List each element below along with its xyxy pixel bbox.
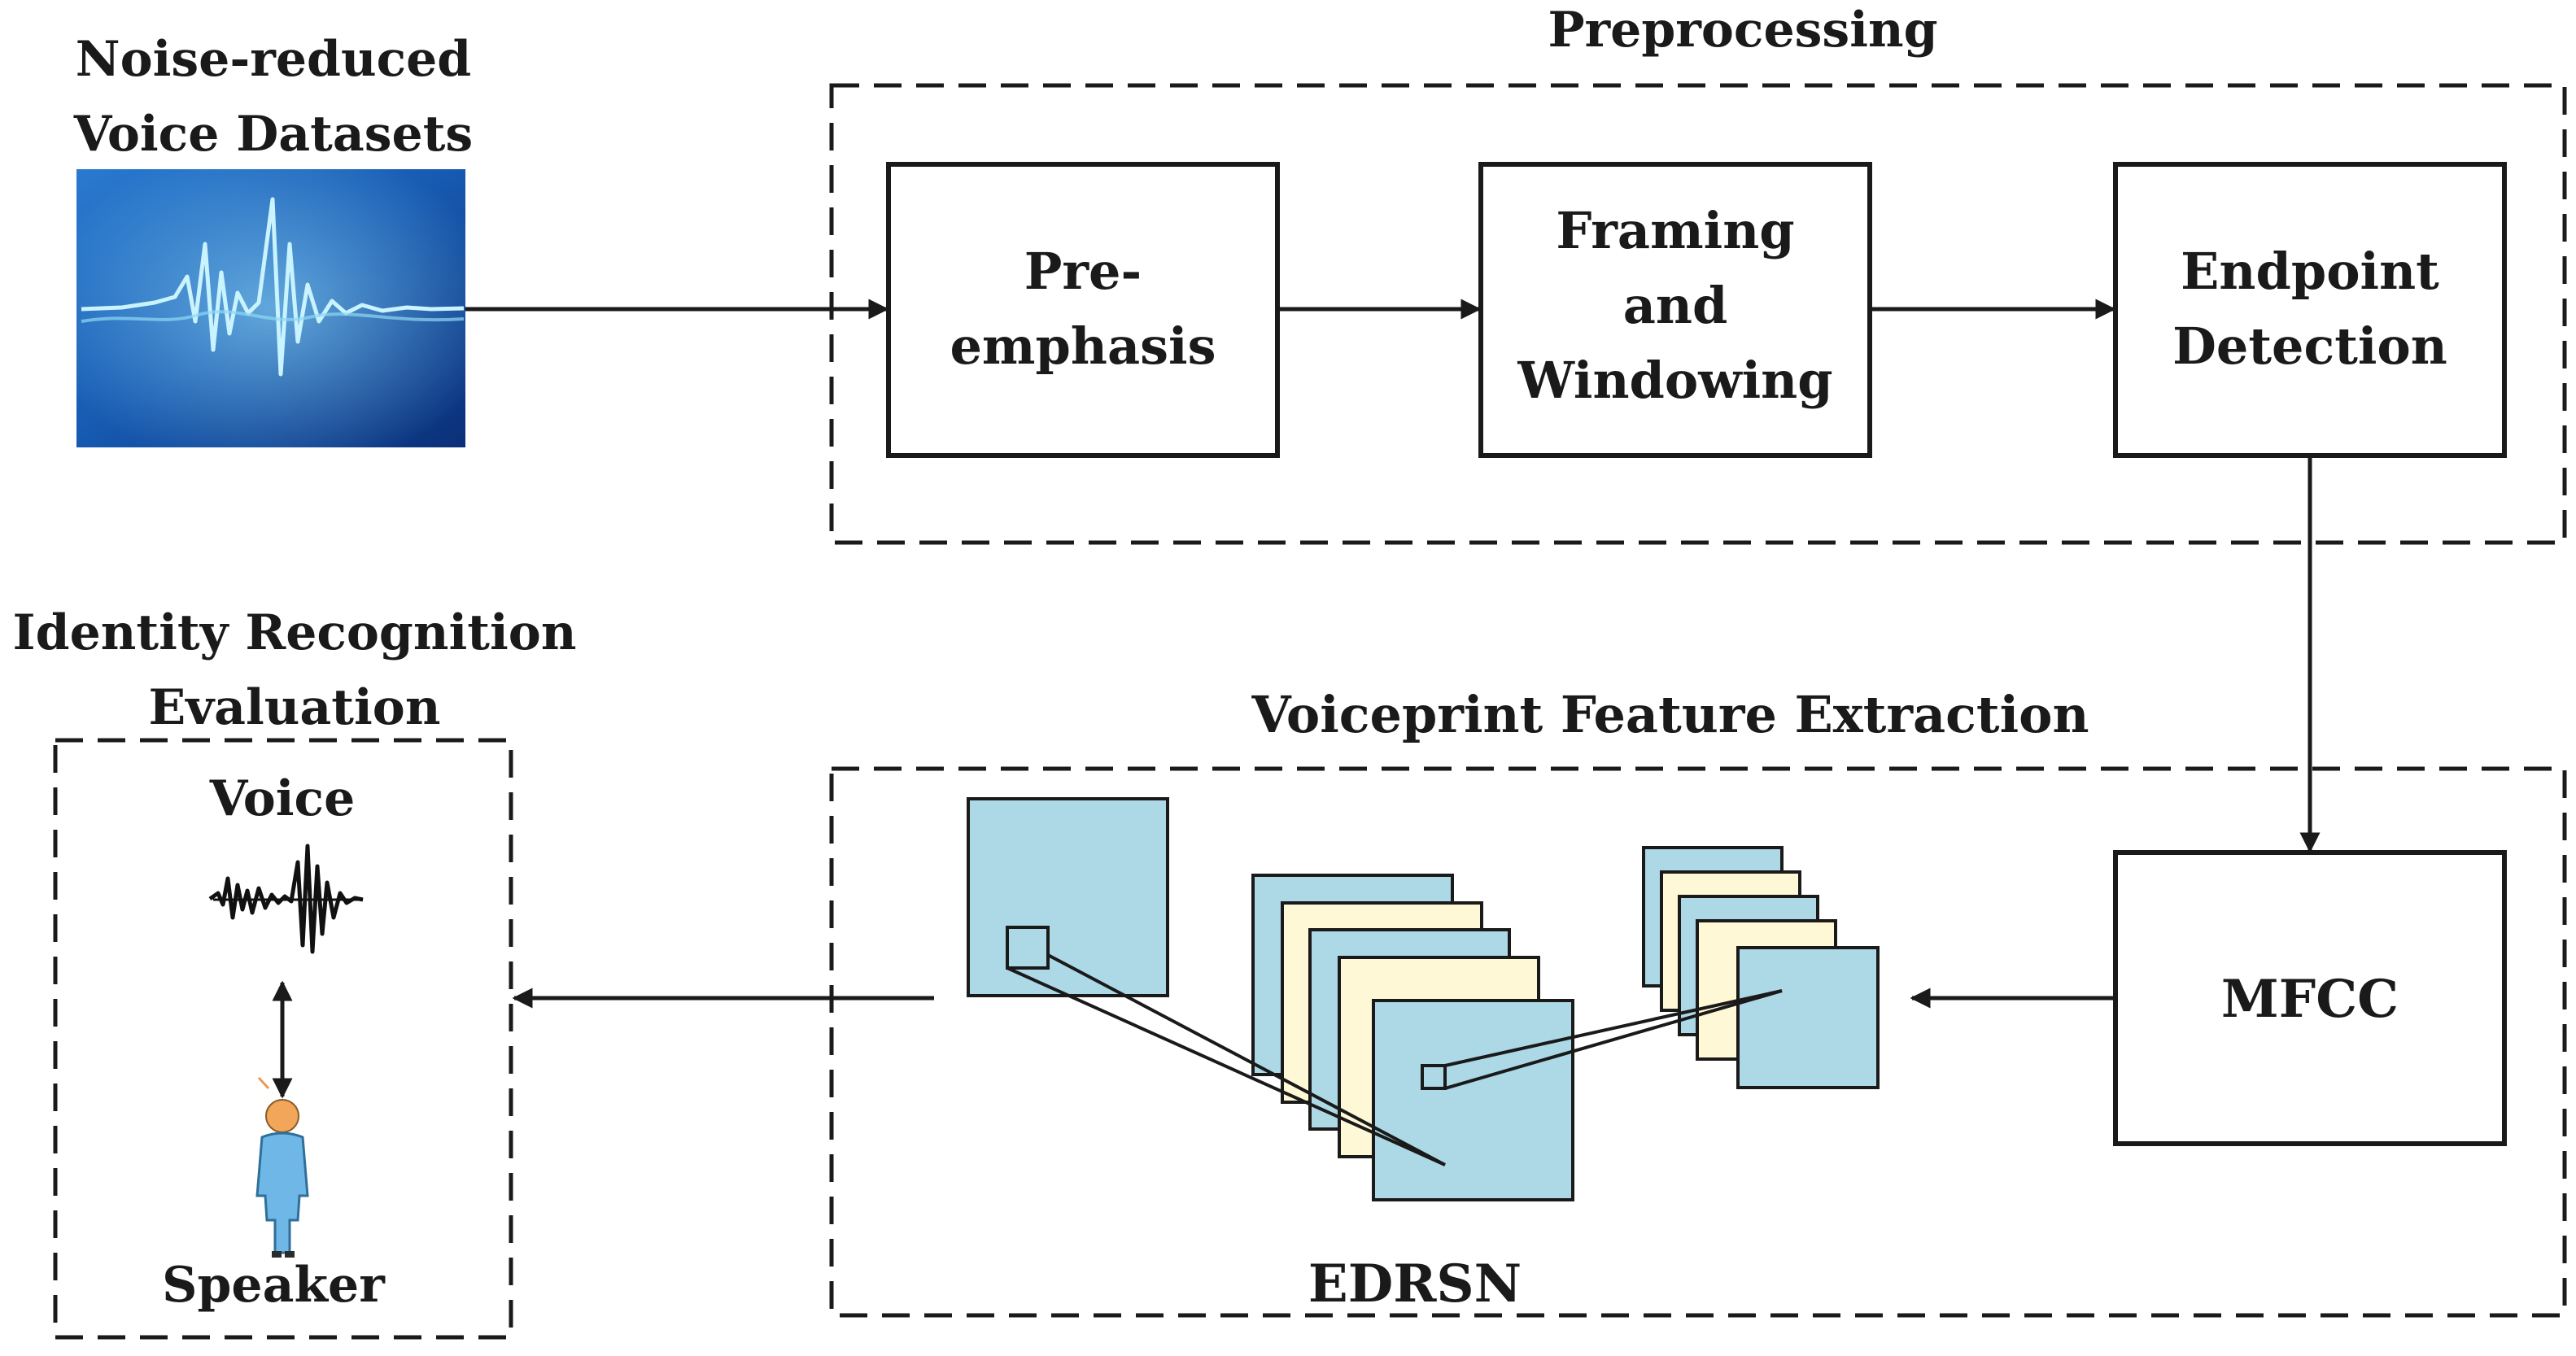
- preprocessing-title: Preprocessing: [1548, 2, 1937, 59]
- middle-feature-map-5: [1372, 999, 1574, 1201]
- feature-extraction-title: Voiceprint Feature Extraction: [1251, 685, 2089, 744]
- edrsn-label: EDRSN: [1308, 1254, 1522, 1315]
- waveform-line-soft: [81, 310, 465, 323]
- speaker-icon: [255, 1076, 309, 1258]
- evaluation-title-line1: Identity Recognition: [13, 604, 577, 661]
- framing-windowing-line2: and: [1623, 276, 1728, 335]
- endpoint-detection-line1: Endpoint: [2181, 242, 2439, 301]
- evaluation-section: Identity Recognition Evaluation Voice Sp…: [13, 604, 577, 1340]
- projection-line-2: [1047, 953, 1446, 1166]
- voice-waveform-image: [76, 169, 465, 447]
- waveform-line: [81, 197, 465, 377]
- connectors: [465, 299, 2321, 1009]
- evaluation-group-border: [53, 738, 513, 1340]
- dataset-title-line1: Noise-reduced: [76, 31, 472, 88]
- projection-line-3: [1444, 989, 1783, 1067]
- speaker-label: Speaker: [162, 1257, 386, 1314]
- feature-extraction-group-border: [829, 766, 2567, 1318]
- input-feature-map: [967, 797, 1169, 997]
- framing-windowing-line1: Framing: [1556, 201, 1794, 260]
- pre-emphasis-box: [886, 162, 1280, 458]
- voice-label: Voice: [209, 770, 356, 827]
- framing-windowing-line3: Windowing: [1517, 351, 1832, 410]
- preprocessing-group-border: [829, 83, 2567, 545]
- output-feature-map-5: [1736, 946, 1880, 1089]
- pre-emphasis-line2: emphasis: [950, 316, 1216, 376]
- middle-receptive-field: [1421, 1064, 1447, 1090]
- dataset-section: Noise-reduced Voice Datasets: [73, 31, 473, 447]
- projection-line-1: [1006, 966, 1446, 1166]
- input-receptive-field: [1006, 926, 1050, 970]
- mfcc-label: MFCC: [2221, 969, 2399, 1030]
- edrsn-network: [967, 797, 1880, 1201]
- preprocessing-section: Preprocessing Pre- emphasis Framing and …: [829, 2, 2567, 545]
- endpoint-detection-line2: Detection: [2172, 316, 2447, 376]
- projection-line-4: [1444, 989, 1783, 1090]
- pre-emphasis-line1: Pre-: [1024, 242, 1142, 301]
- feature-extraction-section: Voiceprint Feature Extraction MFCC: [829, 685, 2567, 1318]
- voice-waveform-icon: [208, 844, 364, 954]
- evaluation-title-line2: Evaluation: [149, 679, 441, 736]
- dataset-title-line2: Voice Datasets: [73, 106, 473, 163]
- endpoint-detection-box: [2113, 162, 2507, 458]
